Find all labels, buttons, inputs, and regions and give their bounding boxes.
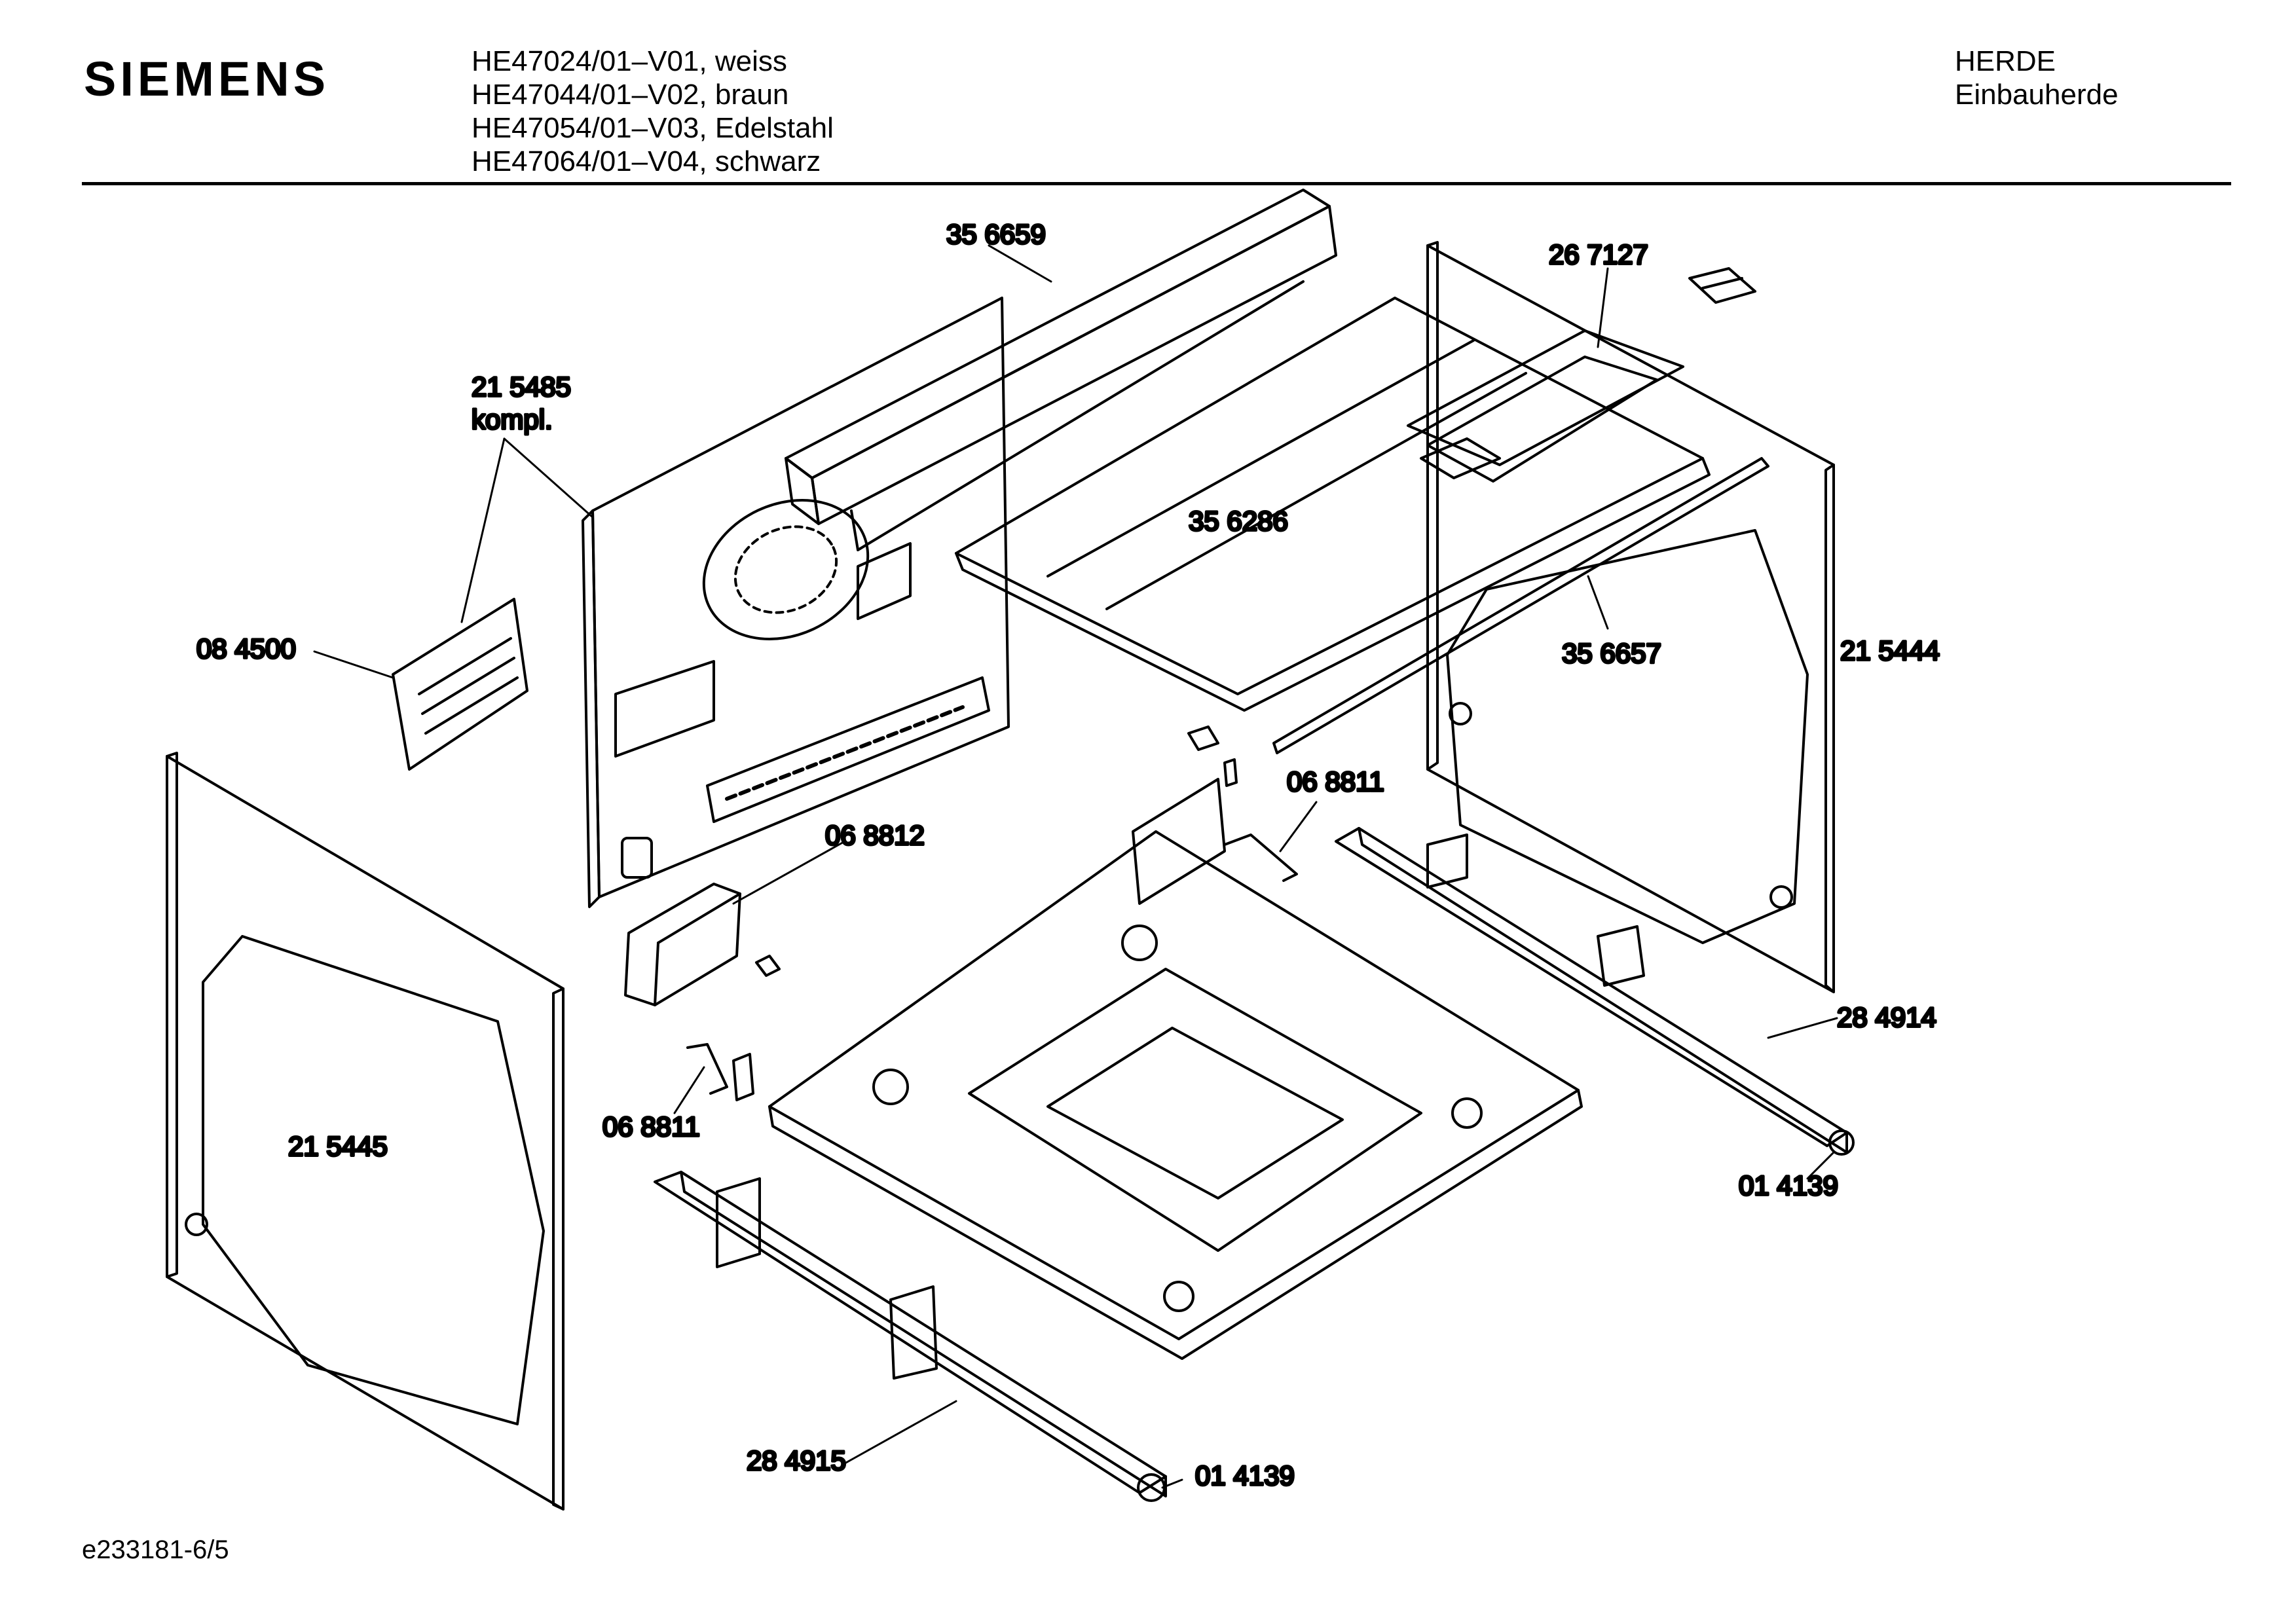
part-label-215485-note: kompl.: [472, 404, 553, 435]
part-label-215485: 21 5485: [472, 371, 571, 402]
model-line-2: HE47044/01–V02, braun: [472, 79, 789, 111]
bracket-part-068812: [624, 883, 741, 1006]
model-line-4: HE47064/01–V04, schwarz: [472, 145, 821, 177]
top-panel-part: [955, 297, 1711, 712]
part-label-356659: 35 6659: [946, 219, 1046, 249]
part-label-267127: 26 7127: [1549, 239, 1648, 270]
part-label-014139-right: 01 4139: [1739, 1170, 1838, 1201]
left-slide-rail-part: [654, 1171, 1167, 1502]
top-rail-part: [785, 189, 1337, 551]
clip-part-left: [686, 955, 781, 1101]
part-label-284915: 28 4915: [747, 1445, 846, 1476]
clip-part-top: [1688, 267, 1756, 304]
base-tray-part: [768, 778, 1583, 1360]
part-label-356657: 35 6657: [1562, 638, 1661, 669]
part-label-084500: 08 4500: [196, 633, 296, 664]
part-label-215444: 21 5444: [1840, 635, 1940, 666]
category-title: HERDE: [1955, 45, 2056, 77]
left-side-wall-part: [166, 752, 565, 1511]
part-label-215445: 21 5445: [288, 1131, 388, 1162]
category-subtitle: Einbauherde: [1955, 79, 2119, 111]
part-label-356286: 35 6286: [1189, 505, 1288, 536]
part-label-068812: 06 8812: [825, 820, 925, 851]
model-line-3: HE47054/01–V03, Edelstahl: [472, 112, 834, 144]
leader-lines: [313, 244, 1838, 1489]
model-list: HE47024/01–V01, weiss HE47044/01–V02, br…: [472, 45, 834, 178]
header-divider: [82, 182, 2231, 185]
side-strip-part: [1272, 457, 1769, 754]
part-label-068811-right: 06 8811: [1287, 766, 1384, 797]
brand-logo: SIEMENS: [84, 52, 330, 106]
right-side-wall-part: [1426, 241, 1835, 993]
filter-grid-part: [392, 598, 528, 771]
top-element-part: [1407, 329, 1684, 483]
part-label-068811-left: 06 8811: [602, 1111, 700, 1142]
document-id: e233181-6/5: [82, 1535, 229, 1564]
back-wall-part: [582, 297, 1010, 908]
part-label-284914: 28 4914: [1837, 1002, 1936, 1033]
category-block: HERDE Einbauherde: [1955, 45, 2119, 111]
part-label-014139-bottom: 01 4139: [1195, 1460, 1295, 1491]
model-line-1: HE47024/01–V01, weiss: [472, 45, 787, 77]
right-slide-rail-part: [1335, 827, 1855, 1156]
bracket-part-center: [1187, 725, 1298, 882]
